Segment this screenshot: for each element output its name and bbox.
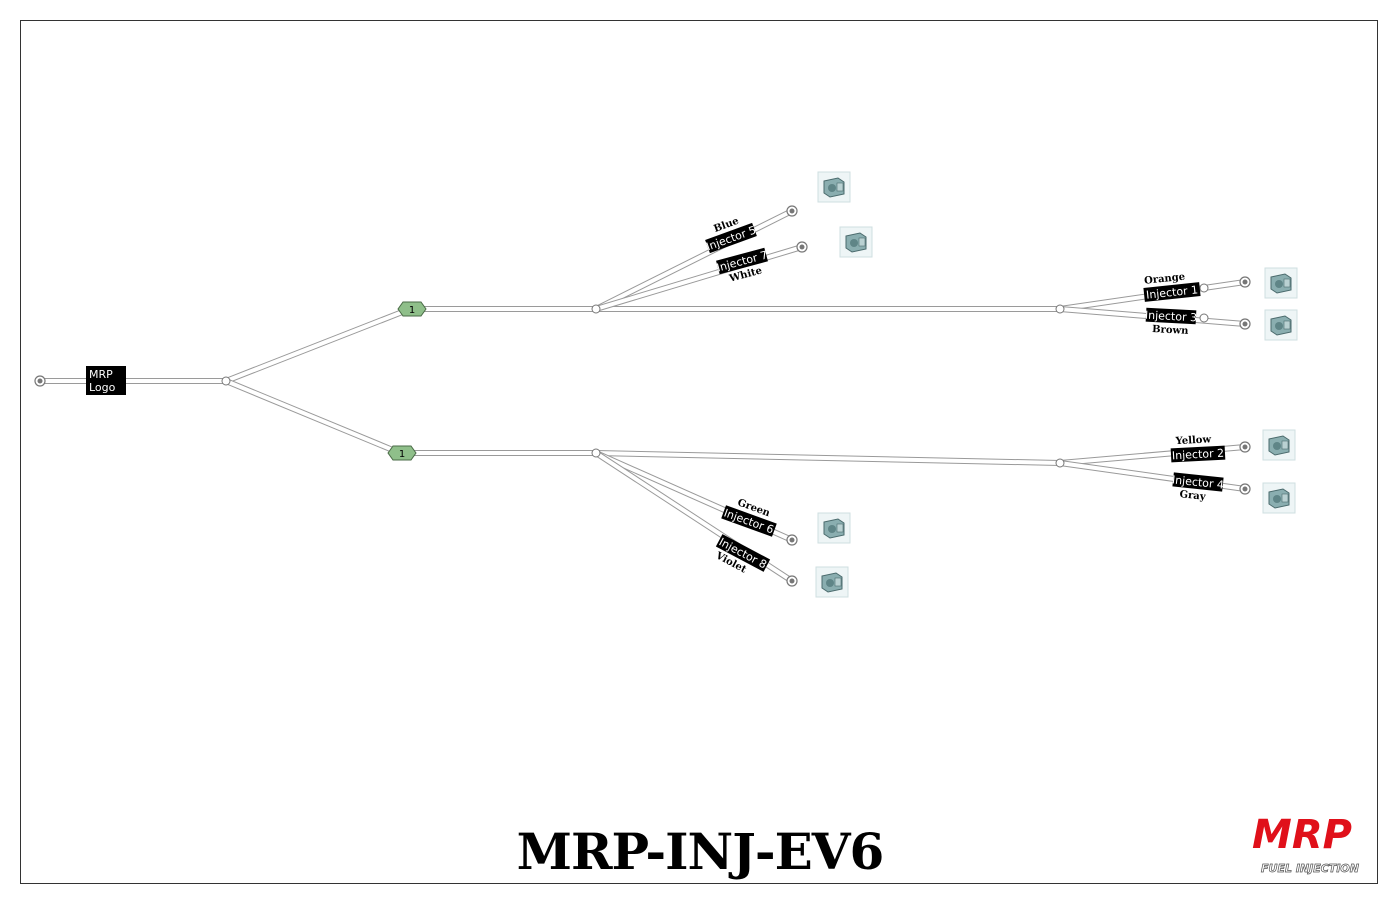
injector-3-name: Injector 3	[1145, 309, 1198, 325]
splice-upper-text: 1	[409, 305, 415, 316]
junction-right-lower	[1055, 458, 1065, 468]
end-injector-1-dot	[1242, 279, 1248, 285]
end-injector-5-dot	[789, 208, 795, 214]
junction-main	[221, 376, 231, 386]
splice-lower-text: 1	[399, 449, 405, 460]
junction-upper	[591, 304, 601, 314]
injector-5-connector-icon[interactable]	[817, 171, 851, 203]
injector-1-label[interactable]: Injector 1 Orange	[1142, 270, 1201, 302]
wire-injector-5-fill	[594, 209, 794, 311]
source-connector-label[interactable]: MRP Logo	[86, 366, 126, 395]
end-injector-7-dot	[799, 244, 805, 250]
end-injector-6-dot	[789, 537, 795, 543]
injector-5-label[interactable]: Injector 5 Blue	[700, 211, 758, 254]
splice-marker-lower[interactable]: 1	[387, 445, 417, 461]
branch-upper-fill	[224, 307, 412, 383]
injector-4-name: Injector 4	[1171, 473, 1224, 491]
injector-3-color: Brown	[1152, 324, 1190, 337]
drawing-frame	[20, 20, 1378, 884]
injector-4-label[interactable]: Injector 4 Gray	[1170, 472, 1225, 504]
junction-inj1-small	[1199, 283, 1209, 293]
source-label-line1: MRP	[89, 368, 113, 381]
injector-6-label[interactable]: Injector 6 Green	[721, 494, 781, 537]
branch-lower-fill	[224, 379, 402, 455]
injector-1-color: Orange	[1144, 272, 1186, 287]
injector-2-name: Injector 2	[1172, 447, 1225, 463]
injector-2-connector-icon[interactable]	[1262, 429, 1296, 461]
end-injector-4-dot	[1242, 486, 1248, 492]
logo-subtext: FUEL INJECTION	[1261, 862, 1359, 875]
injector-2-color: Yellow	[1174, 434, 1211, 447]
splice-marker-upper[interactable]: 1	[397, 301, 427, 317]
injector-4-connector-icon[interactable]	[1262, 482, 1296, 514]
junction-right-upper	[1055, 304, 1065, 314]
injector-7-label[interactable]: Injector 7 White	[715, 247, 772, 287]
injector-6-connector-icon[interactable]	[817, 512, 851, 544]
injector-3-label[interactable]: Injector 3 Brown	[1144, 307, 1198, 338]
wire-nodes	[34, 205, 1251, 587]
junction-inj3-small	[1199, 313, 1209, 323]
wire-bundle	[37, 208, 1248, 584]
junction-lower	[591, 448, 601, 458]
injector-7-connector-icon[interactable]	[839, 226, 873, 258]
end-source-dot	[37, 378, 43, 384]
injector-8-label[interactable]: Injector 8 Violet	[710, 534, 771, 583]
end-injector-3-dot	[1242, 321, 1248, 327]
injector-1-connector-icon[interactable]	[1264, 267, 1298, 299]
end-injector-2-dot	[1242, 444, 1248, 450]
injector-3-connector-icon[interactable]	[1264, 309, 1298, 341]
injector-4-color: Gray	[1179, 489, 1207, 503]
lower-long-fill	[594, 451, 1062, 465]
end-injector-8-dot	[789, 578, 795, 584]
logo-text: MRP	[1252, 812, 1352, 858]
injector-8-connector-icon[interactable]	[815, 566, 849, 598]
source-label-line2: Logo	[89, 381, 116, 394]
injector-2-label[interactable]: Injector 2 Yellow	[1170, 434, 1226, 463]
drawing-title: MRP-INJ-EV6	[516, 822, 885, 881]
wire-injector-7-fill	[594, 245, 804, 311]
injector-1-name: Injector 1	[1145, 283, 1198, 301]
mrp-logo-icon: MRP FUEL INJECTION	[1252, 812, 1359, 875]
